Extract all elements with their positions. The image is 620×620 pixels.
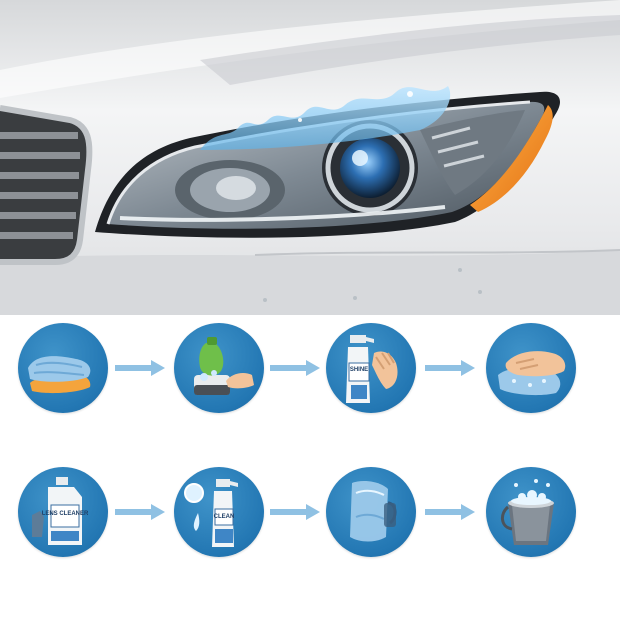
bottle-label: CLEAN bbox=[214, 514, 235, 520]
arrow-right-icon bbox=[425, 360, 475, 376]
cleaning-steps: SHINE LENS CLEANER bbox=[0, 315, 620, 620]
step-1-circle bbox=[18, 323, 108, 413]
arrow-right-icon bbox=[270, 504, 320, 520]
step-4-circle bbox=[486, 323, 576, 413]
arrow-right-icon bbox=[115, 360, 165, 376]
step-5-circle: LENS CLEANER bbox=[18, 467, 108, 557]
step-7-circle bbox=[326, 467, 416, 557]
water-splash bbox=[200, 86, 451, 150]
arrow-right-icon bbox=[270, 360, 320, 376]
soap-sponge-icon bbox=[194, 337, 254, 395]
hand-wiping-cloth-icon bbox=[498, 351, 566, 396]
step-8-circle bbox=[486, 467, 576, 557]
arrow-right-icon bbox=[115, 504, 165, 520]
microfiber-towels-icon bbox=[28, 356, 91, 394]
jug-label: LENS CLEANER bbox=[42, 511, 89, 517]
spray-bottle-hand-icon: SHINE bbox=[346, 335, 398, 403]
spray-and-droplets-icon: CLEAN bbox=[184, 479, 238, 547]
car-headlight-illustration bbox=[0, 0, 620, 315]
bottle-label: SHINE bbox=[350, 367, 368, 373]
step-2-circle bbox=[174, 323, 264, 413]
soapy-bucket-icon bbox=[501, 479, 554, 545]
step-6-circle: CLEAN bbox=[174, 467, 264, 557]
step-3-circle: SHINE bbox=[326, 323, 416, 413]
headlight bbox=[95, 91, 560, 238]
cleaner-jug-icon: LENS CLEANER bbox=[32, 477, 89, 545]
arrow-right-icon bbox=[425, 504, 475, 520]
grille bbox=[0, 105, 93, 265]
wet-cloth-icon bbox=[350, 481, 397, 542]
